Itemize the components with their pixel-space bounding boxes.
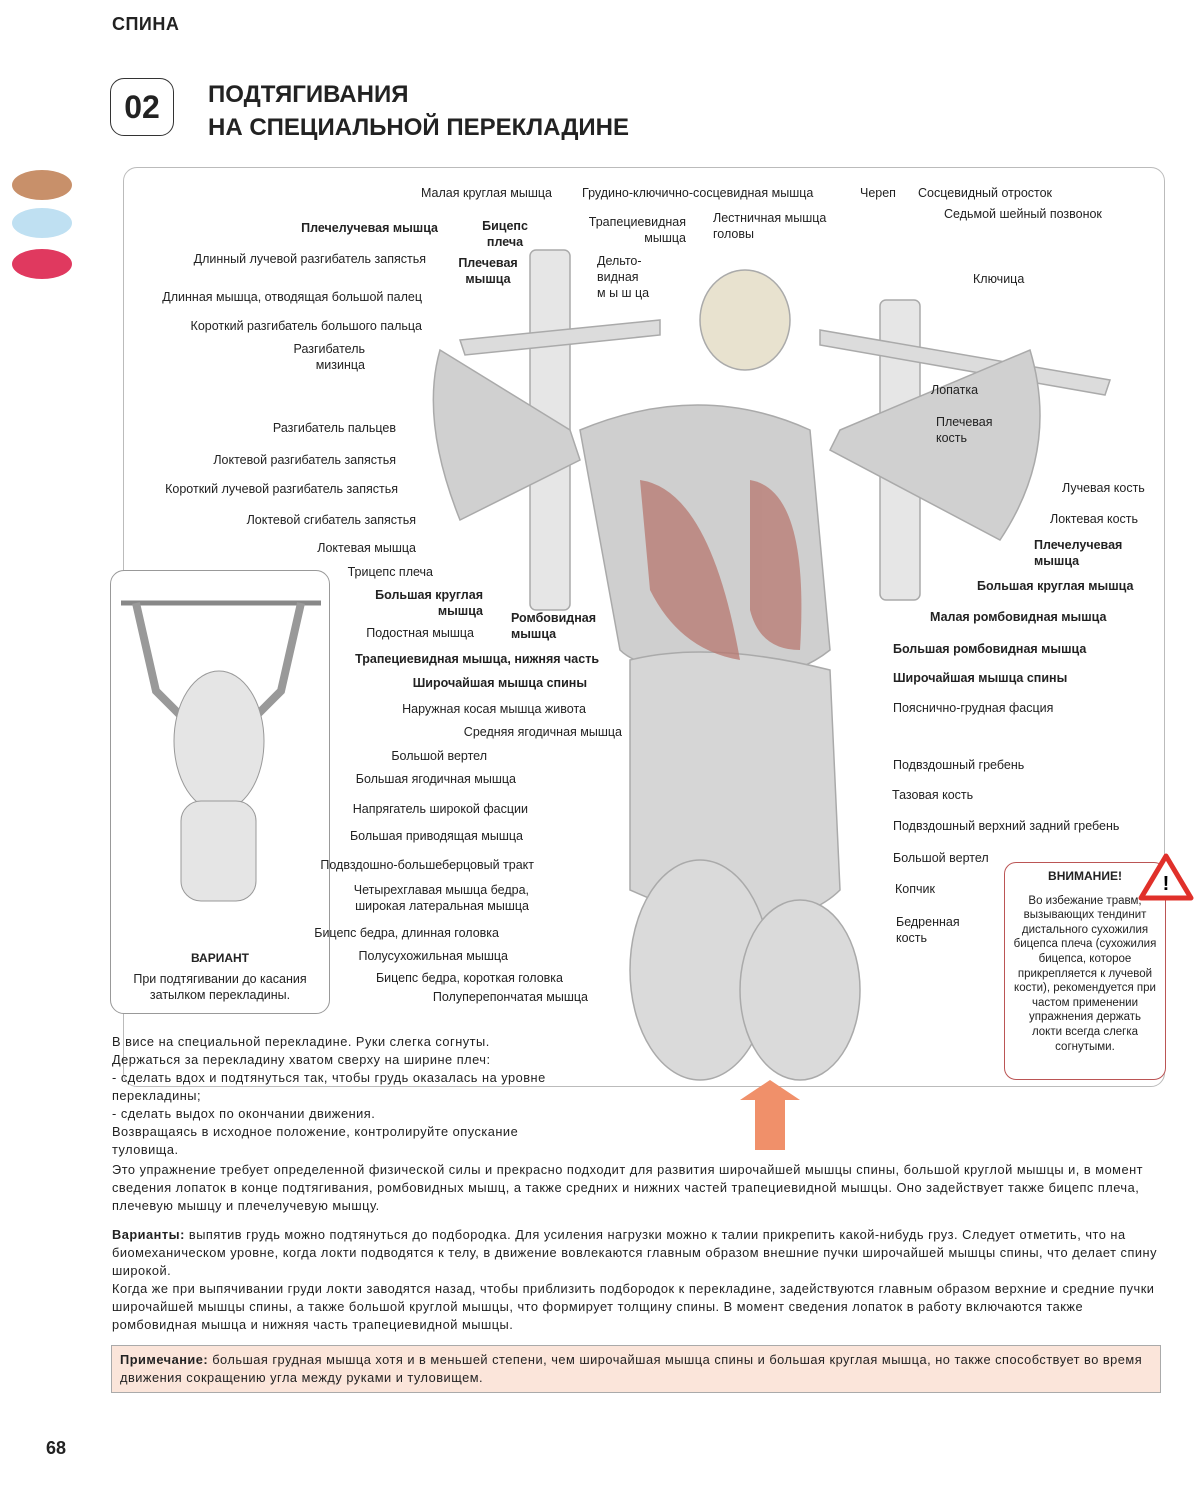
note-box: Примечание: большая грудная мышца хотя и…: [111, 1345, 1161, 1393]
intro-text: В висе на специальной перекладине. Руки …: [112, 1033, 582, 1159]
note-text: большая грудная мышца хотя и в меньшей с…: [120, 1352, 1143, 1385]
anatomy-label: Грудино-ключично-сосцевидная мышца: [582, 186, 814, 200]
description-text: Это упражнение требует определенной физи…: [112, 1162, 1144, 1213]
anatomy-label: Локтевой разгибатель запястья: [213, 453, 396, 467]
anatomy-label: Дельто- видная м ы ш ца: [597, 254, 650, 300]
anatomy-label: Трапециевидная мышца, нижняя часть: [355, 652, 599, 666]
intro-line: Возвращаясь в исходное положение, контро…: [112, 1124, 519, 1157]
warning-title: ВНИМАНИЕ!: [1048, 869, 1122, 883]
anatomy-label: Длинная мышца, отводящая большой палец: [162, 290, 422, 304]
anatomy-label: Малая круглая мышца: [420, 186, 552, 200]
anatomy-label: Локтевая мышца: [317, 541, 416, 555]
anatomy-label: Подостная мышца: [366, 626, 474, 640]
anatomy-label: Череп: [860, 186, 896, 200]
anatomy-label: Большая приводящая мышца: [349, 829, 523, 843]
anatomy-label: Трапециевидная мышца: [588, 215, 686, 245]
variant-box: ВАРИАНТ При подтягивании до касания заты…: [110, 570, 330, 1014]
anatomy-label: Большой вертел: [893, 851, 989, 865]
variants-label: Варианты:: [112, 1227, 185, 1242]
anatomy-label: Лопатка: [931, 383, 979, 397]
anatomy-label: Локтевой сгибатель запястья: [246, 513, 416, 527]
anatomy-label: Плечевая мышца: [458, 256, 518, 286]
anatomy-label: Ключица: [973, 272, 1025, 286]
anatomy-label: Короткий лучевой разгибатель запястья: [165, 482, 398, 496]
anatomy-label: Подвздошный верхний задний гребень: [893, 819, 1120, 833]
anatomy-label: Подвздошно-большеберцовый тракт: [320, 858, 534, 872]
anatomy-illustration: [432, 249, 1111, 1150]
anatomy-label: Разгибатель пальцев: [272, 421, 396, 435]
anatomy-label: Лестничная мышца головы: [713, 211, 827, 241]
anatomy-label: Длинный лучевой разгибатель запястья: [193, 252, 426, 266]
anatomy-label: Средняя ягодичная мышца: [463, 725, 622, 739]
anatomy-label: Тазовая кость: [892, 788, 974, 802]
anatomy-label: Сосцевидный отросток: [918, 186, 1053, 200]
anatomy-label: Плечелучевая мышца: [1034, 538, 1123, 568]
variants-text: Варианты: выпятив грудь можно подтянутьс…: [112, 1226, 1162, 1334]
intro-line: В висе на специальной перекладине. Руки …: [112, 1034, 490, 1049]
section-title: СПИНА: [112, 14, 180, 34]
note-label: Примечание:: [120, 1352, 209, 1367]
anatomy-label: Подвздошный гребень: [893, 758, 1025, 772]
anatomy-label: Плечевая кость: [936, 415, 993, 445]
anatomy-label: Ромбовидная мышца: [511, 611, 597, 641]
anatomy-label: Копчик: [895, 882, 935, 896]
title-line-1: ПОДТЯГИВАНИЯ: [208, 81, 409, 108]
legend-swatch-muscle: [12, 249, 72, 279]
variant-description: При подтягивании до касания затылком пер…: [133, 972, 307, 1002]
anatomy-label: Малая ромбовидная мышца: [930, 610, 1107, 624]
variants-body-2: Когда же при выпячивании груди локти зав…: [112, 1281, 1155, 1332]
anatomy-label: Короткий разгибатель большого пальца: [190, 319, 422, 333]
anatomy-label: Полусухожильная мышца: [358, 949, 508, 963]
anatomy-label: Бицепс плеча: [482, 219, 528, 249]
warning-triangle-icon: !: [1138, 853, 1194, 901]
anatomy-label: Большой вертел: [391, 749, 487, 763]
variant-illustration: [121, 600, 321, 902]
anatomy-label: Трицепс плеча: [347, 565, 433, 579]
legend-swatch-bone: [12, 208, 72, 238]
anatomy-label: Большая круглая мышца: [375, 588, 483, 618]
variant-title: ВАРИАНТ: [190, 951, 250, 965]
anatomy-label: Большая круглая мышца: [977, 579, 1134, 593]
exercise-title: ПОДТЯГИВАНИЯ НА СПЕЦИАЛЬНОЙ ПЕРЕКЛАДИНЕ: [208, 78, 629, 144]
anatomy-label: Локтевая кость: [1050, 512, 1139, 526]
anatomy-label: Плечелучевая мышца: [301, 221, 438, 235]
anatomy-label: Наружная косая мышца живота: [402, 702, 586, 716]
anatomy-label: Лучевая кость: [1062, 481, 1145, 495]
page-number: 68: [46, 1438, 67, 1458]
anatomy-label: Бедренная кость: [896, 915, 960, 945]
anatomy-label: Напрягатель широкой фасции: [352, 802, 528, 816]
exercise-number: 02: [110, 78, 174, 136]
anatomy-label: Бицепс бедра, короткая головка: [375, 971, 563, 985]
intro-line: - сделать выдох по окончании движения.: [112, 1106, 376, 1121]
intro-line: - сделать вдох и подтянуться так, чтобы …: [112, 1070, 546, 1103]
anatomy-label: Большая ягодичная мышца: [355, 772, 516, 786]
intro-line: Держаться за перекладину хватом сверху н…: [112, 1052, 491, 1067]
anatomy-label: Бицепс бедра, длинная головка: [314, 926, 499, 940]
anatomy-label: Седьмой шейный позвонок: [944, 207, 1102, 221]
anatomy-label: Полуперепончатая мышца: [432, 990, 588, 1004]
legend-swatch-tendon: [12, 170, 72, 200]
anatomy-label: Разгибатель мизинца: [293, 342, 365, 372]
title-line-2: НА СПЕЦИАЛЬНОЙ ПЕРЕКЛАДИНЕ: [208, 114, 630, 141]
svg-text:!: !: [1163, 873, 1170, 895]
anatomy-label: Большая ромбовидная мышца: [893, 642, 1087, 656]
variants-body: выпятив грудь можно подтянуться до подбо…: [112, 1227, 1157, 1278]
anatomy-label: Четырехглавая мышца бедра, широкая латер…: [353, 883, 529, 913]
anatomy-label: Широчайшая мышца спины: [893, 671, 1068, 685]
anatomy-label: Широчайшая мышца спины: [412, 676, 587, 690]
anatomy-label: Пояснично-грудная фасция: [893, 701, 1054, 715]
warning-text: Во избежание травм, вызывающих тендинит …: [1013, 894, 1157, 1053]
